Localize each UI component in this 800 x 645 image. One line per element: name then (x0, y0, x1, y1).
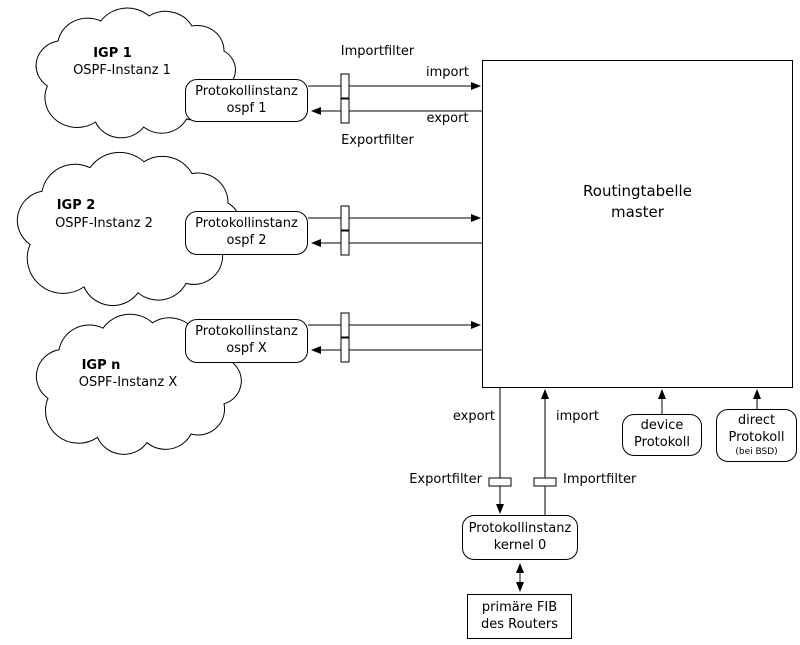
filter-mark-ospf1-export (340, 98, 350, 124)
direct-protocol-line3: (bei BSD) (735, 446, 778, 457)
device-protocol-line1: device (640, 418, 684, 434)
protocol-box-ospf1-line2: ospf 1 (226, 100, 267, 116)
routing-table-line1: Routingtabelle (583, 182, 692, 200)
routing-table-line2: master (611, 203, 664, 221)
protocol-box-ospf2: Protokollinstanz ospf 2 (185, 211, 308, 255)
filter-mark-ospfX-import (340, 312, 350, 338)
filter-mark-kernel-export (488, 477, 512, 487)
label-export-top: export (426, 111, 469, 126)
protocol-box-kernel-line2: kernel 0 (493, 537, 547, 553)
label-exportfilter-bottom: Exportfilter (409, 472, 482, 487)
label-import-bottom: import (556, 409, 599, 424)
direct-protocol-line2: Protokoll (728, 430, 785, 446)
protocol-box-kernel: Protokollinstanz kernel 0 (462, 515, 578, 560)
direct-protocol-line1: direct (737, 413, 776, 429)
protocol-box-ospfX-line1: Protokollinstanz (195, 324, 298, 340)
cloud-igpn-title: IGP n (81, 358, 121, 373)
cloud-igp1-title: IGP 1 (93, 46, 132, 61)
label-exportfilter-top: Exportfilter (341, 133, 414, 148)
label-import-top: import (426, 65, 469, 80)
filter-mark-ospf2-import (340, 205, 350, 231)
filter-mark-ospfX-export (340, 337, 350, 363)
protocol-box-kernel-line1: Protokollinstanz (468, 520, 572, 536)
fib-box: primäre FIB des Routers (467, 594, 572, 639)
protocol-box-ospfX-line2: ospf X (226, 341, 267, 356)
label-export-bottom: export (452, 409, 495, 424)
cloud-igp2-subtitle: OSPF-Instanz 2 (55, 216, 153, 231)
cloud-igpn-subtitle: OSPF-Instanz X (78, 375, 178, 390)
filter-mark-kernel-import (533, 477, 557, 487)
fib-box-line1: primäre FIB (481, 599, 558, 615)
label-importfilter-bottom: Importfilter (563, 472, 637, 487)
direct-protocol-box: direct Protokoll (bei BSD) (716, 409, 797, 462)
fib-box-line2: des Routers (480, 616, 558, 632)
filter-mark-ospf1-import (340, 73, 350, 99)
cloud-igp2-title: IGP 2 (56, 198, 96, 213)
filter-mark-ospf2-export (340, 230, 350, 256)
protocol-box-ospf1-line1: Protokollinstanz (195, 83, 298, 99)
protocol-box-ospfX: Protokollinstanz ospf X (185, 319, 308, 363)
protocol-box-ospf2-line1: Protokollinstanz (195, 216, 298, 232)
protocol-box-ospf2-line2: ospf 2 (226, 233, 267, 248)
label-importfilter-top: Importfilter (340, 44, 415, 59)
cloud-igp1-subtitle: OSPF-Instanz 1 (73, 63, 171, 78)
device-protocol-box: device Protokoll (622, 414, 702, 456)
device-protocol-line2: Protokoll (634, 435, 690, 450)
protocol-box-ospf1: Protokollinstanz ospf 1 (185, 79, 308, 122)
routing-table-box: Routingtabelle master (482, 60, 793, 388)
